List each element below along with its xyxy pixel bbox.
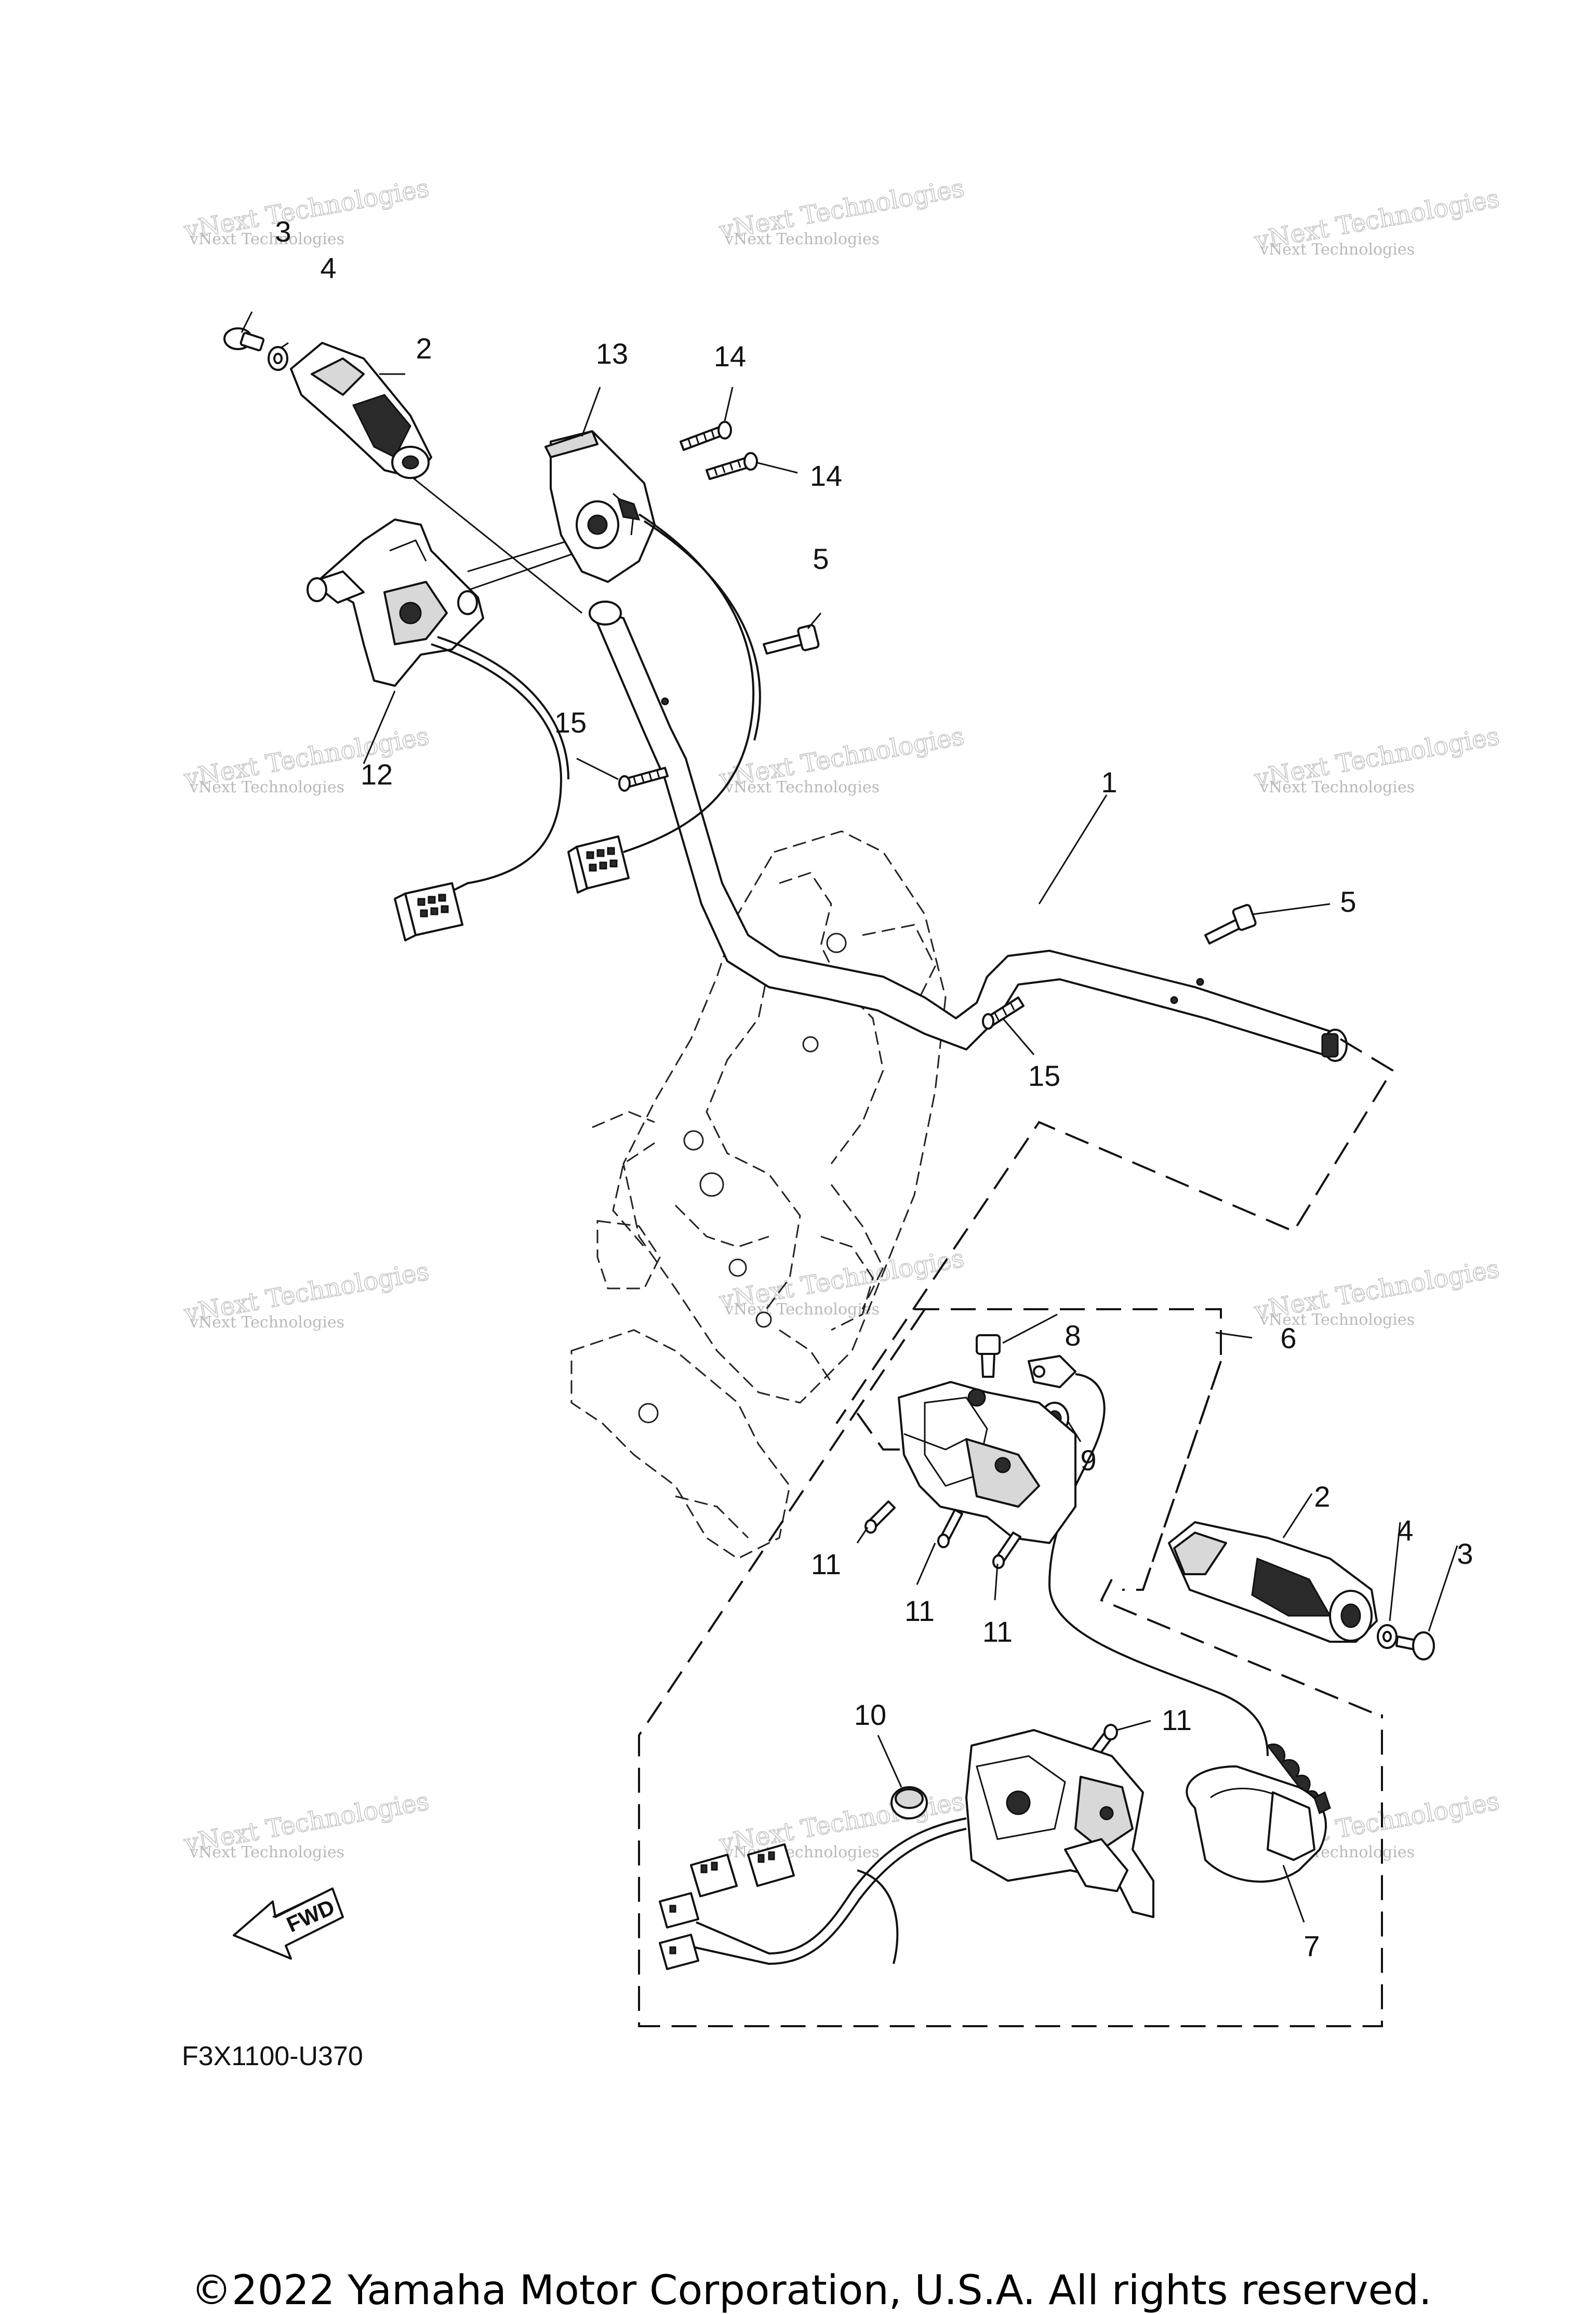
svg-text:vNext Technologies: vNext Technologies — [1259, 1311, 1415, 1329]
screw-15-right — [982, 996, 1025, 1030]
watermark: vNext Technologies vNext Technologies — [716, 1786, 967, 1861]
callout-11: 11 — [1162, 1704, 1192, 1736]
callout-14: 14 — [810, 459, 842, 492]
handlebar — [589, 601, 1348, 1062]
switch-cover-harness — [567, 513, 761, 894]
callout-5: 5 — [813, 542, 829, 575]
switch-cover-13 — [544, 430, 656, 583]
svg-text:vNext Technologies: vNext Technologies — [724, 230, 880, 248]
grip-2-left — [290, 342, 432, 479]
washer-4-left — [268, 346, 288, 371]
left-switch-12 — [307, 518, 484, 687]
axis-lines — [400, 467, 1394, 1451]
bolt-3-left — [223, 327, 265, 352]
callout-2: 2 — [416, 332, 432, 365]
callout-4: 4 — [320, 251, 336, 284]
callout-8: 8 — [1065, 1319, 1081, 1352]
callout-3: 3 — [275, 215, 291, 248]
grip-2-right — [1168, 1521, 1378, 1643]
watermark: vNext Technologies vNext Technologies — [716, 173, 967, 248]
screw-14b — [706, 452, 758, 480]
svg-text:vNext Technologies: vNext Technologies — [724, 778, 880, 796]
throttle-lever-assembly — [965, 1729, 1154, 1918]
callout-12: 12 — [361, 758, 393, 791]
left-switch-harness — [394, 636, 569, 941]
screw-11a — [864, 1500, 896, 1534]
throttle-housing-6 — [898, 1381, 1076, 1544]
callout-7: 7 — [1304, 1930, 1320, 1962]
svg-text:vNext Technologies: vNext Technologies — [724, 1843, 880, 1861]
throttle-harness — [659, 1817, 967, 1970]
watermark: vNext Technologies vNext Technologies — [181, 721, 432, 796]
callout-14: 14 — [714, 340, 746, 373]
screw-15-upper — [618, 767, 669, 792]
watermark: vNext Technologies vNext Technologies — [1252, 1254, 1502, 1329]
svg-text:vNext Technologies: vNext Technologies — [189, 778, 344, 796]
bolt-5-right — [1204, 904, 1257, 945]
screw-14a — [680, 421, 732, 451]
leader-lines — [241, 311, 1458, 1923]
watermark: vNext Technologies vNext Technologies — [1252, 183, 1502, 259]
svg-text:vNext Technologies: vNext Technologies — [189, 1843, 344, 1861]
callout-13: 13 — [596, 337, 628, 370]
watermark: vNext Technologies vNext Technologies — [1252, 721, 1502, 796]
callout-5: 5 — [1340, 885, 1356, 918]
svg-text:vNext Technologies: vNext Technologies — [724, 1300, 880, 1319]
watermark: vNext Technologies vNext Technologies — [181, 1256, 432, 1332]
svg-text:vNext Technologies: vNext Technologies — [1259, 241, 1415, 259]
callout-4: 4 — [1397, 1514, 1413, 1547]
fwd-arrow-icon: FWD — [233, 1887, 344, 1960]
callout-11: 11 — [811, 1548, 841, 1580]
watermark: vNext Technologies vNext Technologies — [716, 721, 967, 796]
washer-4-right — [1377, 1624, 1398, 1649]
watermark: vNext Technologies vNext Technologies — [181, 173, 432, 248]
watermark: vNext Technologies vNext Technologies — [716, 1243, 967, 1319]
copyright-notice: ©2022 Yamaha Motor Corporation, U.S.A. A… — [191, 2267, 1432, 2314]
callout-15: 15 — [554, 706, 587, 739]
callout-15: 15 — [1028, 1059, 1060, 1092]
figure-code: F3X1100-U370 — [182, 2041, 363, 2071]
bolt-3-right — [1395, 1631, 1435, 1660]
callout-11: 11 — [905, 1594, 935, 1627]
lanyard-clip-7 — [1186, 1765, 1331, 1883]
steering-column-body — [570, 830, 947, 1560]
callout-6: 6 — [1280, 1322, 1296, 1354]
bolt-8 — [976, 1334, 1001, 1378]
callout-1: 1 — [1101, 766, 1117, 799]
callout-3: 3 — [1457, 1537, 1473, 1570]
callout-9: 9 — [1080, 1444, 1096, 1477]
cap-10 — [890, 1786, 928, 1819]
svg-text:vNext Technologies: vNext Technologies — [189, 1313, 344, 1332]
screw-11b — [937, 1509, 963, 1548]
svg-text:vNext Technologies: vNext Technologies — [1259, 778, 1415, 796]
watermark: vNext Technologies vNext Technologies — [181, 1786, 432, 1861]
screw-11c — [992, 1532, 1021, 1569]
bolt-5-upper — [763, 624, 820, 655]
throttle-assembly-boundary — [638, 1308, 1383, 2027]
svg-text:vNext Technologies: vNext Technologies — [189, 230, 344, 248]
callout-labels: 3 4 2 13 14 14 5 15 12 1 5 15 8 6 9 2 4 … — [275, 215, 1473, 1962]
callout-10: 10 — [854, 1698, 886, 1731]
callout-11: 11 — [982, 1615, 1013, 1648]
callout-2: 2 — [1314, 1480, 1330, 1513]
